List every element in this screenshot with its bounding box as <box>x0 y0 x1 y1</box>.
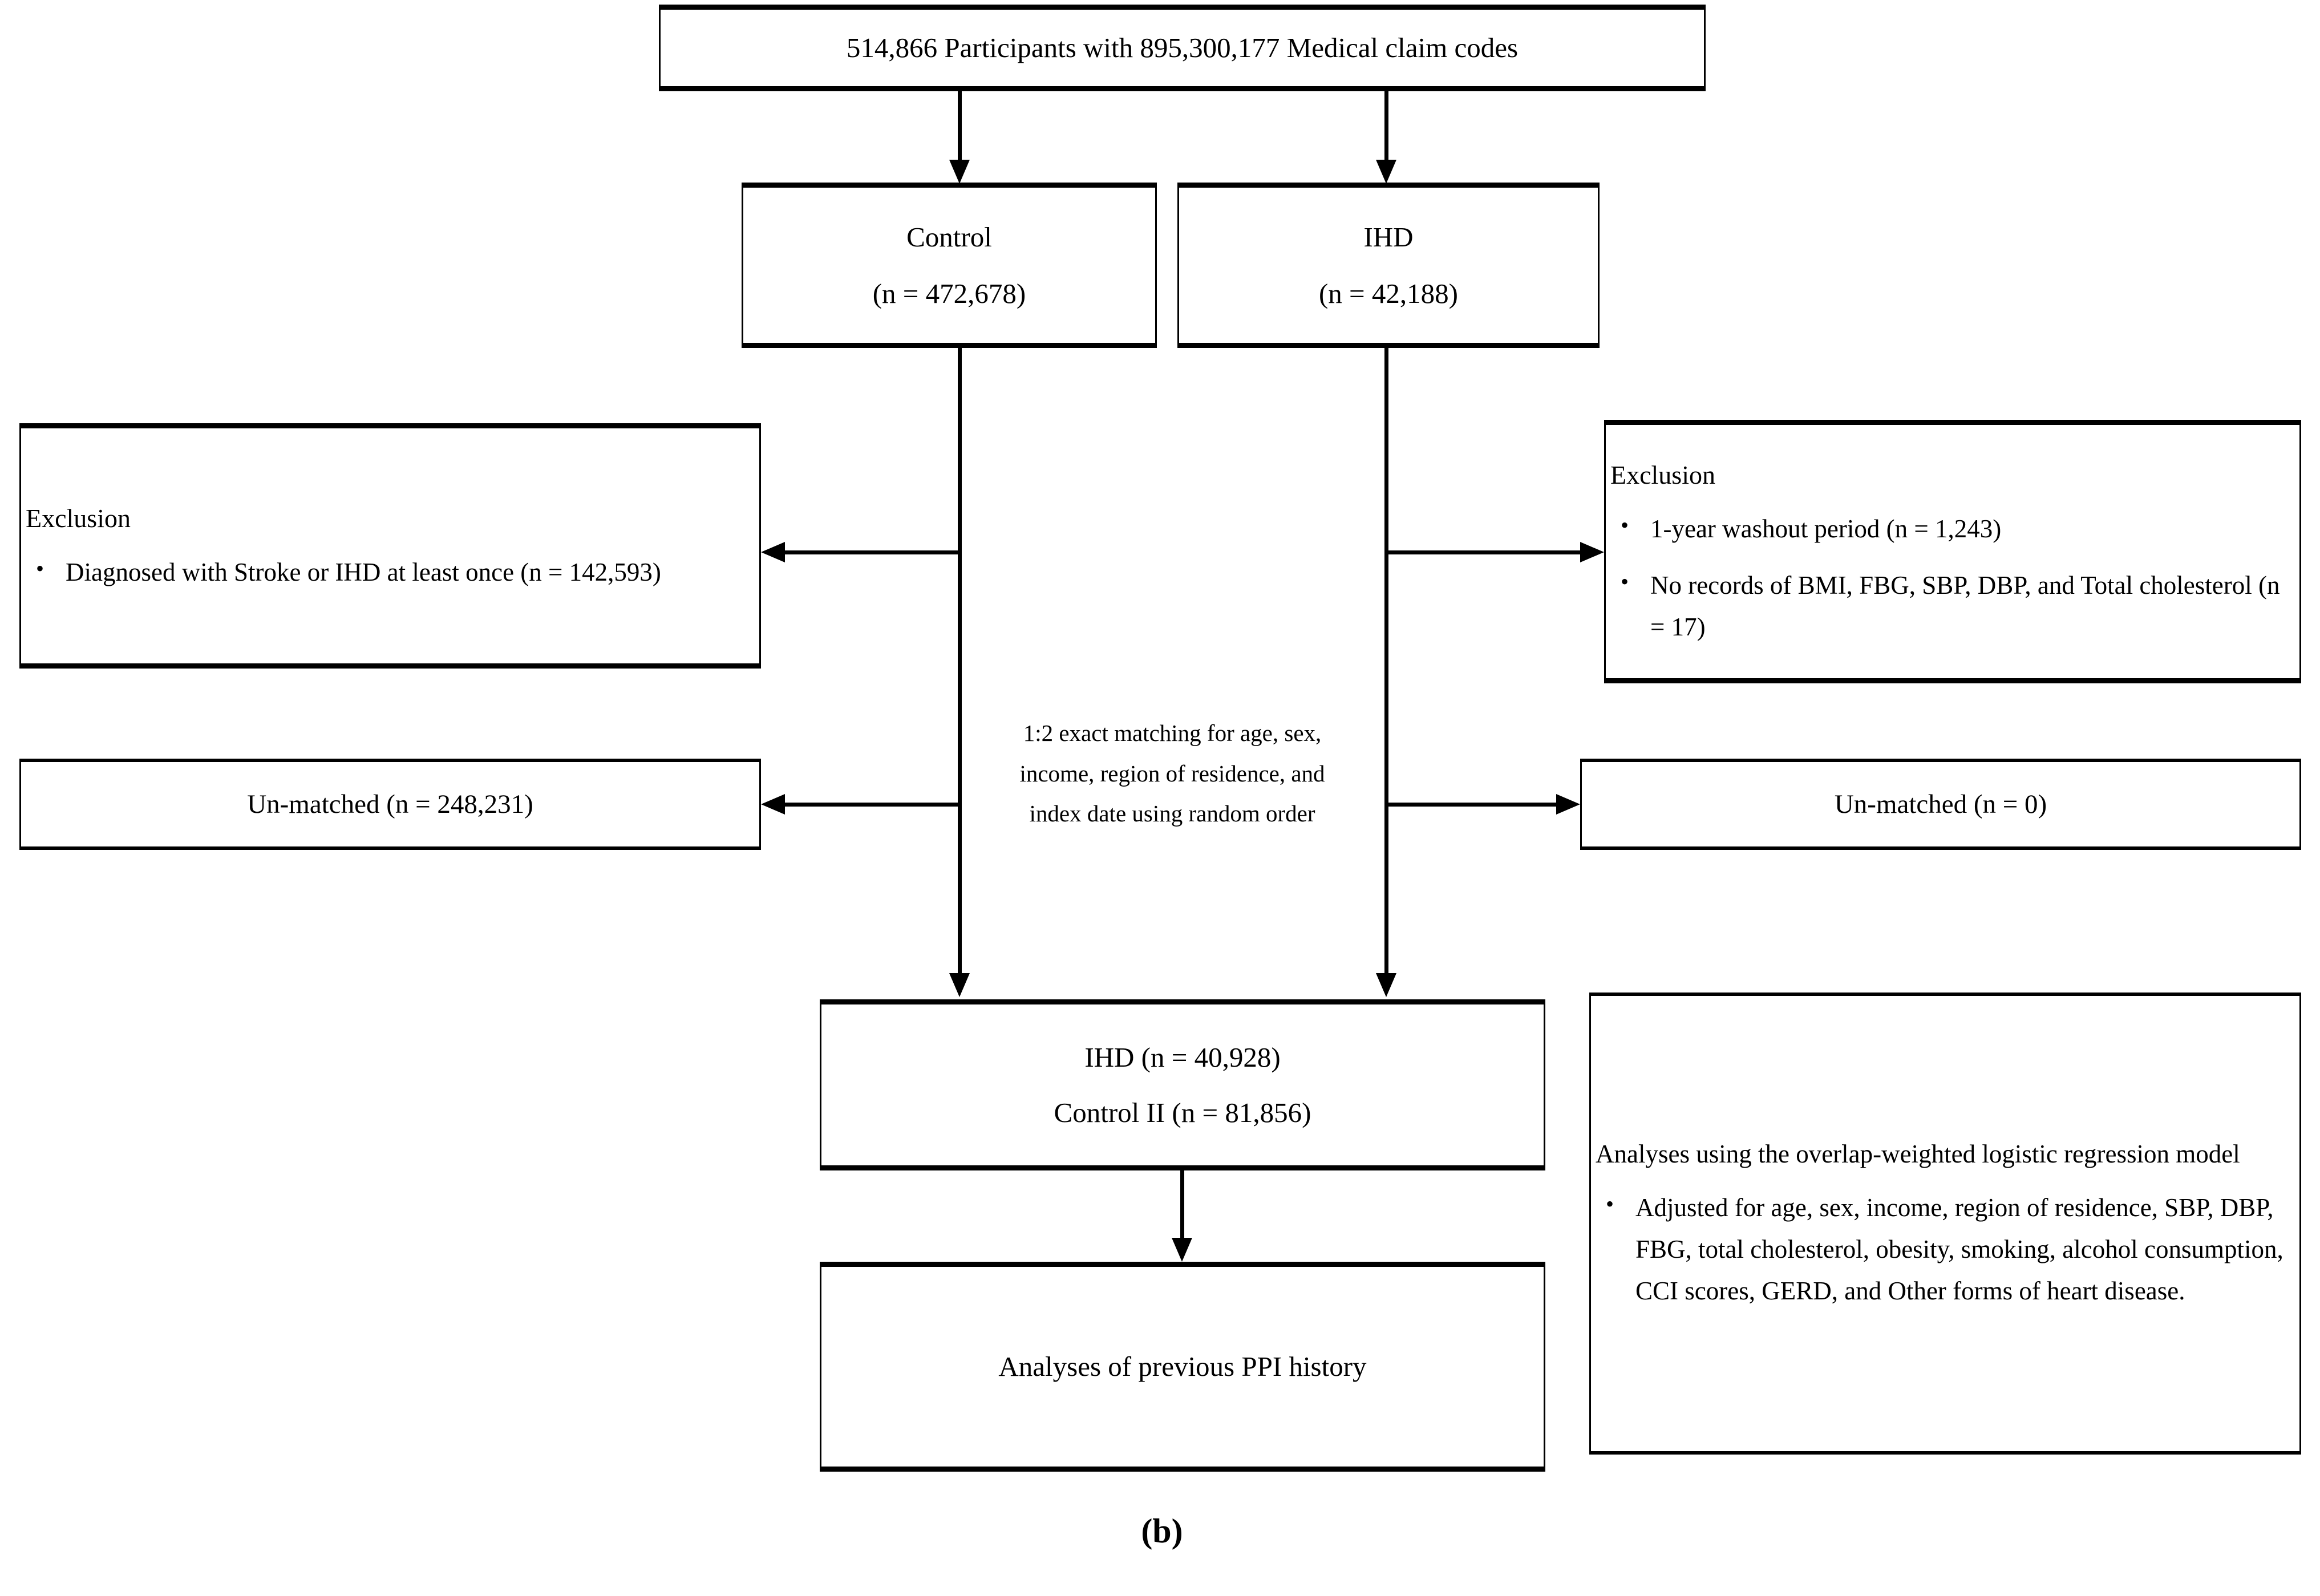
node-model-note: Analyses using the overlap-weighted logi… <box>1589 993 2301 1455</box>
list-item: • No records of BMI, FBG, SBP, DBP, and … <box>1606 565 2299 648</box>
matching-criteria-note: 1:2 exact matching for age, sex, income,… <box>1019 720 1325 827</box>
list-item: • Adjusted for age, sex, income, region … <box>1591 1187 2299 1312</box>
control-group-name: Control <box>906 221 992 253</box>
node-matched-cohort: IHD (n = 40,928) Control II (n = 81,856) <box>820 999 1545 1170</box>
arrowhead-to-control <box>949 160 970 184</box>
model-note-list: • Adjusted for age, sex, income, region … <box>1591 1187 2299 1312</box>
exclusion-control-list: • Diagnosed with Stroke or IHD at least … <box>21 552 759 593</box>
node-exclusion-ihd: Exclusion • 1-year washout period (n = 1… <box>1604 420 2301 683</box>
matched-cohort-ihd-count: IHD (n = 40,928) <box>1084 1041 1281 1073</box>
node-unmatched-control: Un-matched (n = 248,231) <box>19 759 761 850</box>
exclusion-control-header: Exclusion <box>26 504 131 533</box>
arrowhead-ihd-to-matched <box>1376 973 1396 997</box>
connector-control-spine <box>958 348 962 980</box>
arrowhead-unmatched-ihd <box>1556 794 1580 815</box>
final-analysis-label: Analyses of previous PPI history <box>998 1351 1367 1383</box>
node-exclusion-control: Exclusion • Diagnosed with Stroke or IHD… <box>19 423 761 669</box>
unmatched-ihd-label: Un-matched (n = 0) <box>1834 789 2047 819</box>
arrowhead-to-final-analysis <box>1172 1238 1192 1262</box>
node-unmatched-ihd: Un-matched (n = 0) <box>1580 759 2301 850</box>
connector-ihd-spine <box>1384 348 1388 980</box>
connector-ihd-to-unmatched <box>1386 803 1556 807</box>
node-final-analysis: Analyses of previous PPI history <box>820 1262 1545 1472</box>
exclusion-ihd-list: • 1-year washout period (n = 1,243) • No… <box>1606 508 2299 648</box>
list-item: • 1-year washout period (n = 1,243) <box>1606 508 2299 550</box>
control-group-count: (n = 472,678) <box>872 278 1026 309</box>
source-population-label: 514,866 Participants with 895,300,177 Me… <box>846 32 1519 64</box>
exclusion-ihd-header: Exclusion <box>1610 460 1715 490</box>
unmatched-control-label: Un-matched (n = 248,231) <box>247 789 533 819</box>
arrowhead-control-to-matched <box>949 973 970 997</box>
model-note-header: Analyses using the overlap-weighted logi… <box>1596 1139 2240 1168</box>
ihd-group-count: (n = 42,188) <box>1318 278 1459 309</box>
figure-caption: (b) <box>1141 1512 1183 1550</box>
arrowhead-exclusion-ihd <box>1580 542 1604 562</box>
exclusion-ihd-item-0: 1-year washout period (n = 1,243) <box>1650 515 2002 544</box>
bullet-icon: • <box>1621 512 1629 538</box>
arrowhead-to-ihd <box>1376 160 1396 184</box>
ihd-group-name: IHD <box>1363 221 1414 253</box>
connector-control-to-exclusion <box>785 550 959 554</box>
arrowhead-exclusion-control <box>761 542 785 562</box>
bullet-icon: • <box>1621 569 1629 595</box>
node-source-population: 514,866 Participants with 895,300,177 Me… <box>659 5 1706 91</box>
list-item: • Diagnosed with Stroke or IHD at least … <box>21 552 759 593</box>
exclusion-control-item-0: Diagnosed with Stroke or IHD at least on… <box>66 558 661 587</box>
connector-control-to-unmatched <box>785 803 959 807</box>
node-ihd-group: IHD (n = 42,188) <box>1177 183 1600 348</box>
bullet-icon: • <box>36 556 44 582</box>
connector-ihd-to-exclusion <box>1386 550 1580 554</box>
arrowhead-unmatched-control <box>761 794 785 815</box>
exclusion-ihd-item-1: No records of BMI, FBG, SBP, DBP, and To… <box>1650 571 2280 641</box>
bullet-icon: • <box>1606 1191 1614 1217</box>
connector-source-to-control <box>958 91 962 167</box>
connector-source-to-ihd <box>1384 91 1388 167</box>
matched-cohort-control-count: Control II (n = 81,856) <box>1054 1097 1311 1128</box>
model-note-item-0: Adjusted for age, sex, income, region of… <box>1635 1193 2283 1306</box>
connector-matched-to-final <box>1180 1170 1184 1245</box>
node-control-group: Control (n = 472,678) <box>742 183 1157 348</box>
